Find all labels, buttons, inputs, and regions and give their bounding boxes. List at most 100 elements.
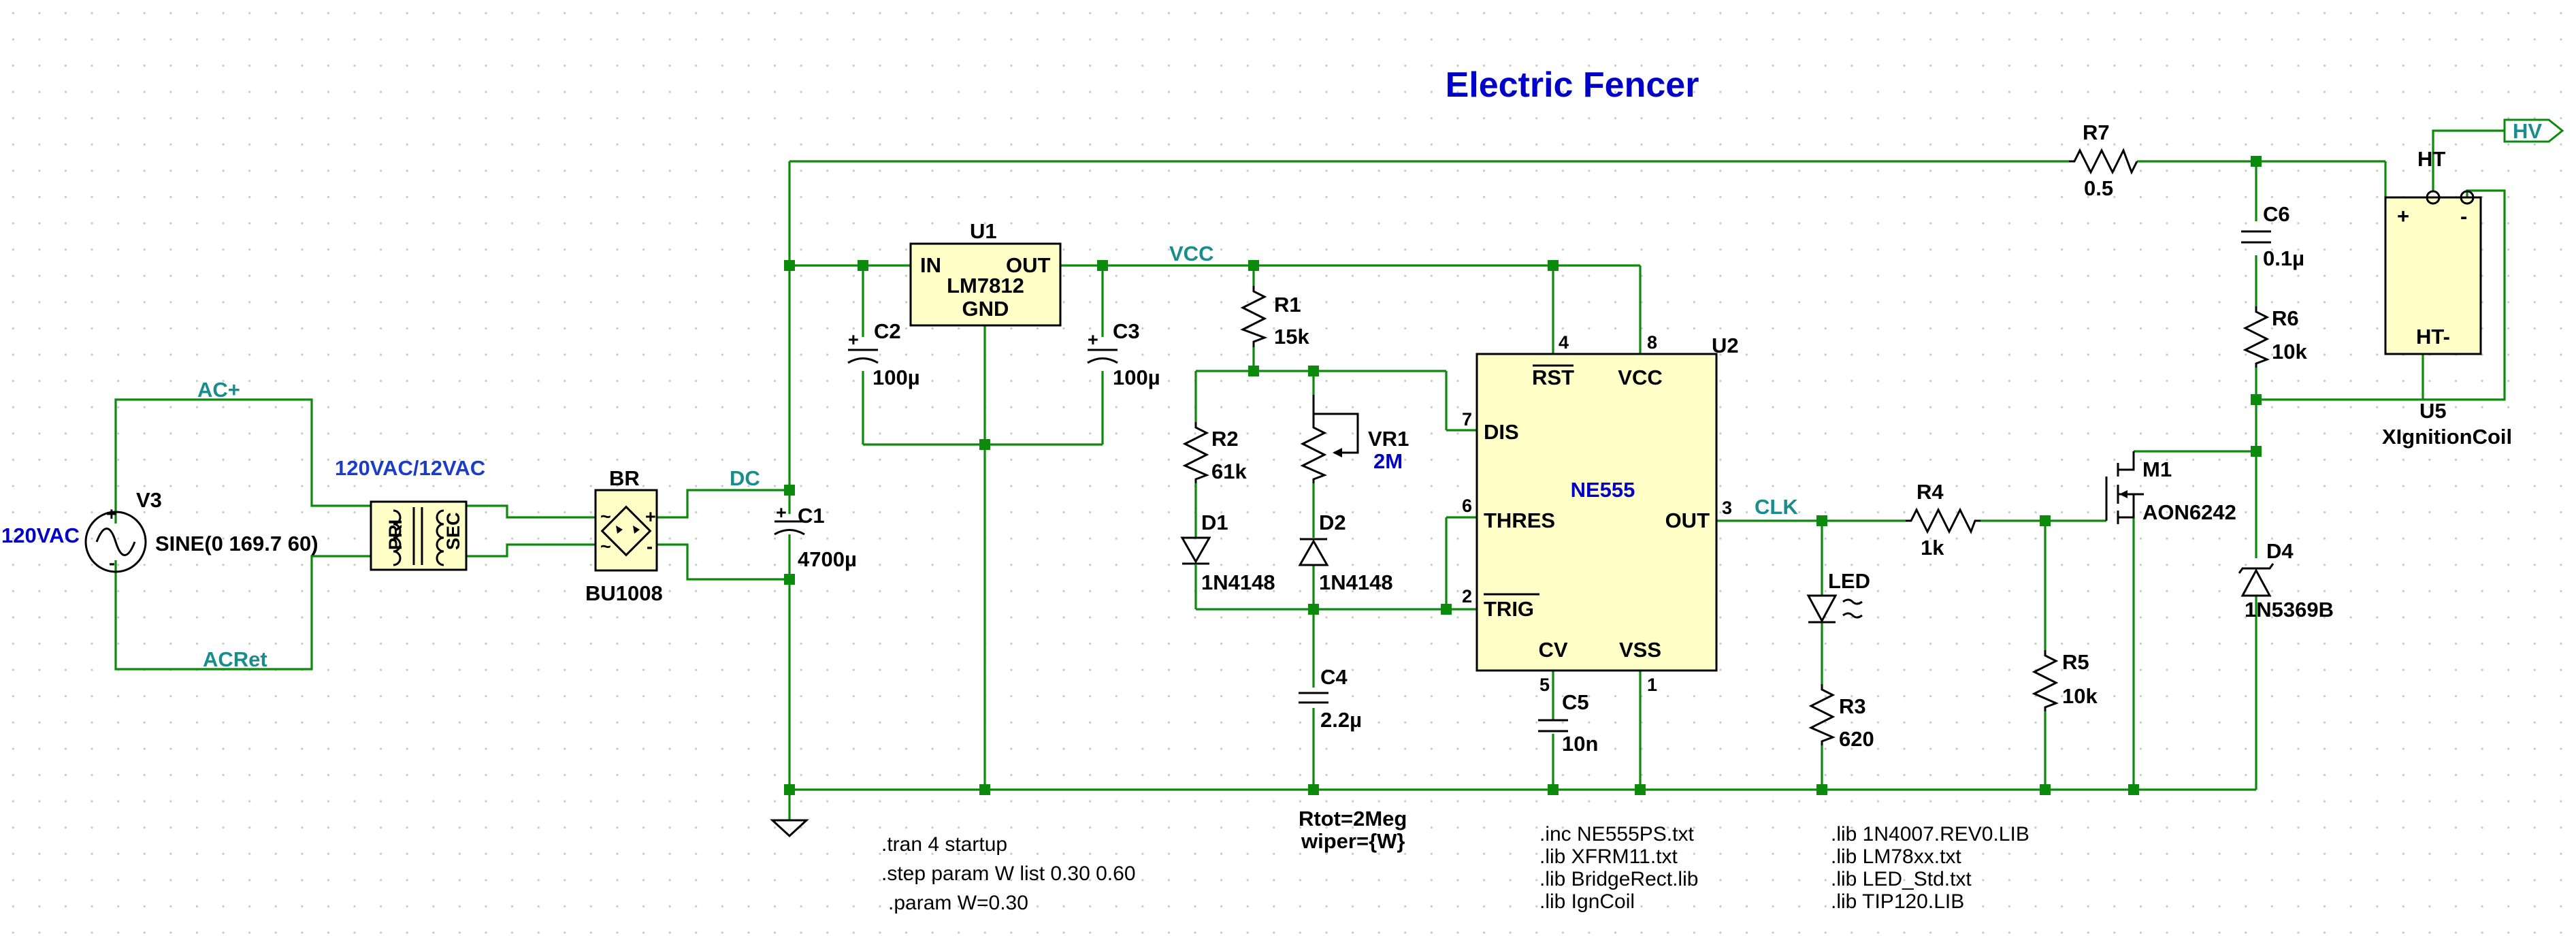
r6-value: 10k <box>2272 340 2307 364</box>
net-vcc: VCC <box>1169 242 1213 265</box>
directive-line: .lib TIP120.LIB <box>1831 890 1964 913</box>
transformer[interactable]: PRI SEC <box>370 500 468 571</box>
diode-d1[interactable] <box>1180 536 1211 565</box>
d4-part: 1N5369B <box>2245 598 2334 622</box>
c3-value: 100µ <box>1113 366 1160 389</box>
pin-number-rst: 4 <box>1559 332 1569 353</box>
directive-line: .lib 1N4007.REV0.LIB <box>1831 823 2029 845</box>
regulator-name: U1 <box>970 219 997 243</box>
r6-name: R6 <box>2272 306 2299 330</box>
c4-name: C4 <box>1320 665 1348 689</box>
zener-diode-d4[interactable] <box>2238 563 2275 597</box>
d2-part: 1N4148 <box>1319 570 1393 594</box>
pin-number-thres: 6 <box>1462 496 1472 516</box>
r1-name: R1 <box>1274 293 1301 317</box>
c2-value: 100µ <box>873 366 920 389</box>
svg-text:+: + <box>848 329 859 350</box>
sim-directives: .tran 4 startup .step param W list 0.30 … <box>881 833 1136 914</box>
resistor-r3[interactable] <box>1808 684 1836 745</box>
c5-value: 10n <box>1562 732 1598 756</box>
directive-line: .step param W list 0.30 0.60 <box>881 862 1136 885</box>
c5-name: C5 <box>1562 690 1589 714</box>
capacitor-c2[interactable]: + <box>847 329 879 364</box>
d4-name: D4 <box>2266 539 2294 563</box>
coil-plus: + <box>2397 204 2409 228</box>
bridge-name: BR <box>609 466 640 490</box>
timer-u2[interactable]: RST VCC DIS THRES OUT TRIG CV VSS NE555 <box>1476 353 1718 672</box>
c1-value: 4700µ <box>798 547 857 571</box>
svg-text:+: + <box>776 502 787 523</box>
r2-name: R2 <box>1211 427 1239 451</box>
capacitor-c5[interactable] <box>1538 719 1568 732</box>
pin-number-dis: 7 <box>1462 409 1472 430</box>
timer-pin-dis: DIS <box>1484 420 1519 444</box>
potentiometer-vr1[interactable] <box>1300 395 1359 483</box>
svg-text:-: - <box>109 553 115 573</box>
timer-pin-thres: THRES <box>1484 509 1555 532</box>
directive-line: .lib IgnCoil <box>1539 890 1635 913</box>
c6-name: C6 <box>2263 202 2290 226</box>
resistor-r4[interactable] <box>1906 507 1980 534</box>
ac-source-v3[interactable]: + - <box>84 504 147 573</box>
net-dc: DC <box>730 466 760 490</box>
c3-name: C3 <box>1113 319 1140 343</box>
m1-name: M1 <box>2142 457 2172 481</box>
diode-d2[interactable] <box>1298 538 1329 566</box>
coil-minus: - <box>2460 204 2467 228</box>
timer-pin-out: OUT <box>1665 509 1710 532</box>
bridge-rectifier[interactable]: + - ~ ~ <box>594 489 658 572</box>
timer-pin-vcc: VCC <box>1618 366 1662 389</box>
coil-part: XIgnitionCoil <box>2382 425 2512 449</box>
r3-name: R3 <box>1839 694 1866 718</box>
coil-ht-minus: HT- <box>2416 325 2450 349</box>
r2-value: 61k <box>1211 459 1247 483</box>
pin-number-trig: 2 <box>1462 586 1472 607</box>
resistor-r7[interactable] <box>2069 148 2138 175</box>
timer-name: U2 <box>1712 334 1739 357</box>
regulator-u1[interactable]: IN OUT LM7812 GND <box>909 242 1062 327</box>
vr1-name: VR1 <box>1368 427 1409 451</box>
pin-number-vss: 1 <box>1647 675 1657 695</box>
r4-value: 1k <box>1921 536 1944 560</box>
svg-text:~: ~ <box>600 536 611 557</box>
wires <box>114 129 2506 820</box>
schematic-title: Electric Fencer <box>1446 65 1699 105</box>
junctions <box>784 156 2262 795</box>
r4-name: R4 <box>1917 480 1944 504</box>
transformer-sec: SEC <box>443 512 463 550</box>
resistor-r1[interactable] <box>1240 286 1268 347</box>
capacitor-c1[interactable]: + <box>773 502 806 536</box>
led[interactable] <box>1806 594 1863 624</box>
net-ac-plus: AC+ <box>197 378 240 402</box>
d1-part: 1N4148 <box>1201 570 1275 594</box>
transformer-pri: PRI <box>385 519 406 550</box>
d2-name: D2 <box>1319 511 1346 534</box>
capacitor-c6[interactable] <box>2241 230 2271 244</box>
directive-line: .tran 4 startup <box>881 833 1007 856</box>
timer-pin-cv: CV <box>1538 638 1567 662</box>
pin-number-out: 3 <box>1722 498 1732 518</box>
coil-ht: HT <box>2417 147 2445 171</box>
resistor-r5[interactable] <box>2032 650 2059 711</box>
resistor-r2[interactable] <box>1182 422 1209 483</box>
ignition-coil-u5[interactable]: + - HT- <box>2384 190 2482 355</box>
regulator-out-pin: OUT <box>1006 253 1051 277</box>
c2-name: C2 <box>874 319 901 343</box>
resistor-r6[interactable] <box>2243 306 2270 368</box>
svg-text:+: + <box>106 504 117 524</box>
library-directives: .lib 1N4007.REV0.LIB .lib LM78xx.txt .li… <box>1831 823 2029 913</box>
mosfet-m1[interactable] <box>2105 451 2144 524</box>
svg-text:+: + <box>1088 329 1098 350</box>
capacitor-c4[interactable] <box>1297 688 1330 708</box>
directive-line: .inc NE555PS.txt <box>1539 823 1694 845</box>
capacitor-c3[interactable]: + <box>1086 329 1119 364</box>
ground-icon <box>770 819 809 838</box>
m1-part: AON6242 <box>2142 500 2236 524</box>
directive-line: .lib XFRM11.txt <box>1539 845 1678 868</box>
net-hv: HV <box>2513 119 2542 143</box>
r7-value: 0.5 <box>2084 176 2113 200</box>
directive-line: .lib LED_Std.txt <box>1831 868 1972 890</box>
hv-net-flag[interactable]: HV <box>2503 118 2564 143</box>
r5-value: 10k <box>2062 684 2098 708</box>
